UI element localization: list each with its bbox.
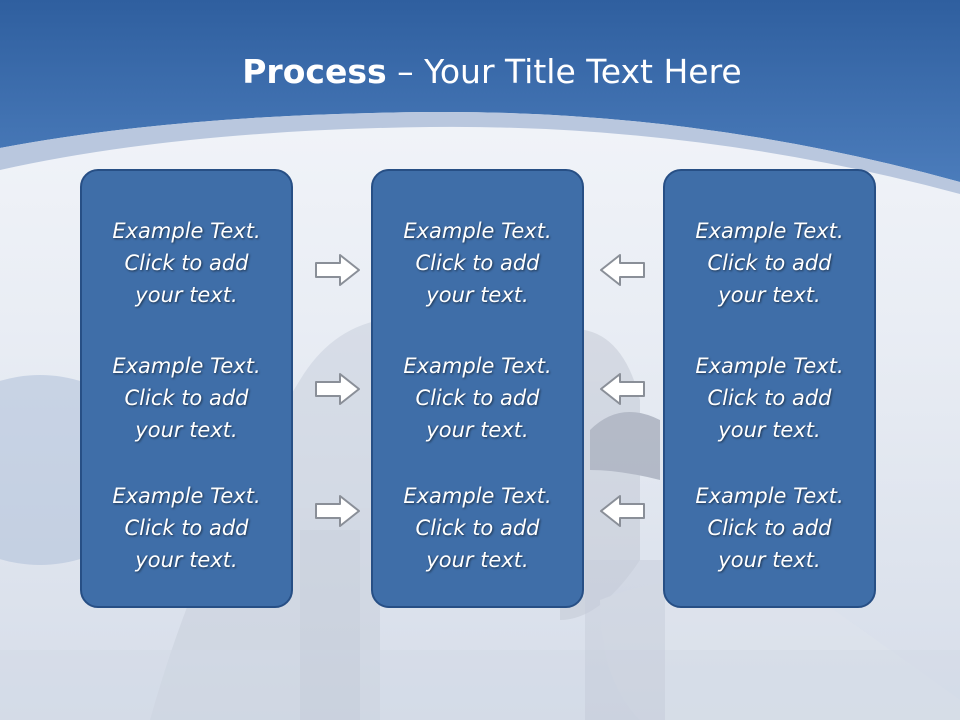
arrow-left-icon: [600, 495, 645, 527]
text-line: your text.: [718, 418, 821, 442]
text-item[interactable]: Example Text. Click to add your text.: [665, 350, 874, 446]
text-item[interactable]: Example Text. Click to add your text.: [373, 480, 582, 576]
arrow-right-icon: [315, 495, 360, 527]
slide-title[interactable]: Process – Your Title Text Here: [0, 52, 960, 91]
arrow-left-icon: [600, 373, 645, 405]
text-line: Example Text.: [403, 484, 552, 508]
text-line: Click to add: [124, 516, 249, 540]
text-line: Click to add: [124, 386, 249, 410]
title-rest: – Your Title Text Here: [386, 52, 742, 91]
text-item[interactable]: Example Text. Click to add your text.: [82, 215, 291, 311]
text-line: your text.: [426, 548, 529, 572]
text-line: your text.: [135, 548, 238, 572]
text-line: Example Text.: [695, 219, 844, 243]
text-item[interactable]: Example Text. Click to add your text.: [82, 480, 291, 576]
title-bold: Process: [242, 52, 387, 91]
photo-silhouette: [0, 320, 960, 720]
arrow-right-icon: [315, 254, 360, 286]
text-line: Example Text.: [403, 219, 552, 243]
text-line: Click to add: [415, 386, 540, 410]
text-line: Example Text.: [403, 354, 552, 378]
arrow-left-icon: [600, 254, 645, 286]
text-line: your text.: [718, 283, 821, 307]
arrow-right-icon: [315, 373, 360, 405]
process-box-right[interactable]: Example Text. Click to add your text. Ex…: [663, 169, 876, 608]
text-line: Example Text.: [695, 354, 844, 378]
text-item[interactable]: Example Text. Click to add your text.: [665, 215, 874, 311]
text-line: Example Text.: [112, 219, 261, 243]
text-item[interactable]: Example Text. Click to add your text.: [373, 350, 582, 446]
text-line: Click to add: [707, 251, 832, 275]
text-line: Click to add: [124, 251, 249, 275]
text-line: your text.: [135, 283, 238, 307]
process-box-center[interactable]: Example Text. Click to add your text. Ex…: [371, 169, 584, 608]
text-line: your text.: [426, 418, 529, 442]
text-line: your text.: [718, 548, 821, 572]
text-line: Example Text.: [112, 354, 261, 378]
text-item[interactable]: Example Text. Click to add your text.: [373, 215, 582, 311]
process-box-left[interactable]: Example Text. Click to add your text. Ex…: [80, 169, 293, 608]
text-line: your text.: [135, 418, 238, 442]
text-line: Example Text.: [695, 484, 844, 508]
text-line: Click to add: [707, 386, 832, 410]
text-line: Click to add: [415, 516, 540, 540]
text-line: your text.: [426, 283, 529, 307]
text-line: Example Text.: [112, 484, 261, 508]
text-item[interactable]: Example Text. Click to add your text.: [82, 350, 291, 446]
text-item[interactable]: Example Text. Click to add your text.: [665, 480, 874, 576]
text-line: Click to add: [707, 516, 832, 540]
text-line: Click to add: [415, 251, 540, 275]
